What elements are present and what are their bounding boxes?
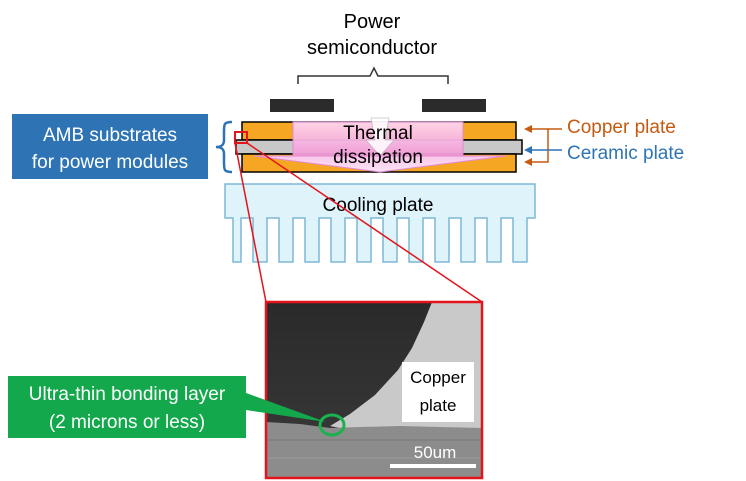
zoom-source-box <box>234 131 248 144</box>
copper-arrow-bottom-icon <box>524 158 532 166</box>
heat-arrow-icon <box>365 117 395 157</box>
chip-left <box>270 99 334 112</box>
micrograph: Copper plate 50um <box>264 300 484 480</box>
callout-line2: (2 microns or less) <box>49 412 205 433</box>
title-line2: semiconductor <box>307 37 437 59</box>
callout-box <box>8 376 246 438</box>
copper-plate-label: Copper plate <box>567 117 676 138</box>
title-line1: Power <box>344 11 401 33</box>
copper-arrow-top-icon <box>524 125 532 133</box>
chip-brace <box>297 66 449 84</box>
micrograph-frame <box>264 300 484 480</box>
cooling-plate <box>224 183 536 263</box>
zoom-line-left <box>234 142 267 303</box>
micrograph-copper-line1: Copper <box>410 368 466 387</box>
amb-label-line2: for power modules <box>32 152 188 173</box>
left-bracket <box>215 120 233 174</box>
zoom-line-right <box>246 142 483 303</box>
thermal-label-line2: dissipation <box>333 147 423 168</box>
copper-bracket <box>530 128 549 163</box>
cooling-label: Cooling plate <box>323 195 434 216</box>
chip-right <box>422 99 486 112</box>
micrograph-copper-line2: plate <box>420 396 457 415</box>
thermal-label-line1: Thermal <box>343 123 413 144</box>
callout-line1: Ultra-thin bonding layer <box>29 384 226 405</box>
scale-bar <box>390 464 476 468</box>
amb-label-line1: AMB substrates <box>43 125 177 146</box>
ceramic-arrow-icon <box>524 146 532 154</box>
scale-bar-label: 50um <box>414 443 457 462</box>
amb-label-box <box>12 114 208 179</box>
ceramic-plate-label: Ceramic plate <box>567 143 684 164</box>
micrograph-copper-label-box <box>402 362 474 422</box>
callout-pointer <box>232 393 326 422</box>
bonding-layer-highlight <box>318 413 346 437</box>
